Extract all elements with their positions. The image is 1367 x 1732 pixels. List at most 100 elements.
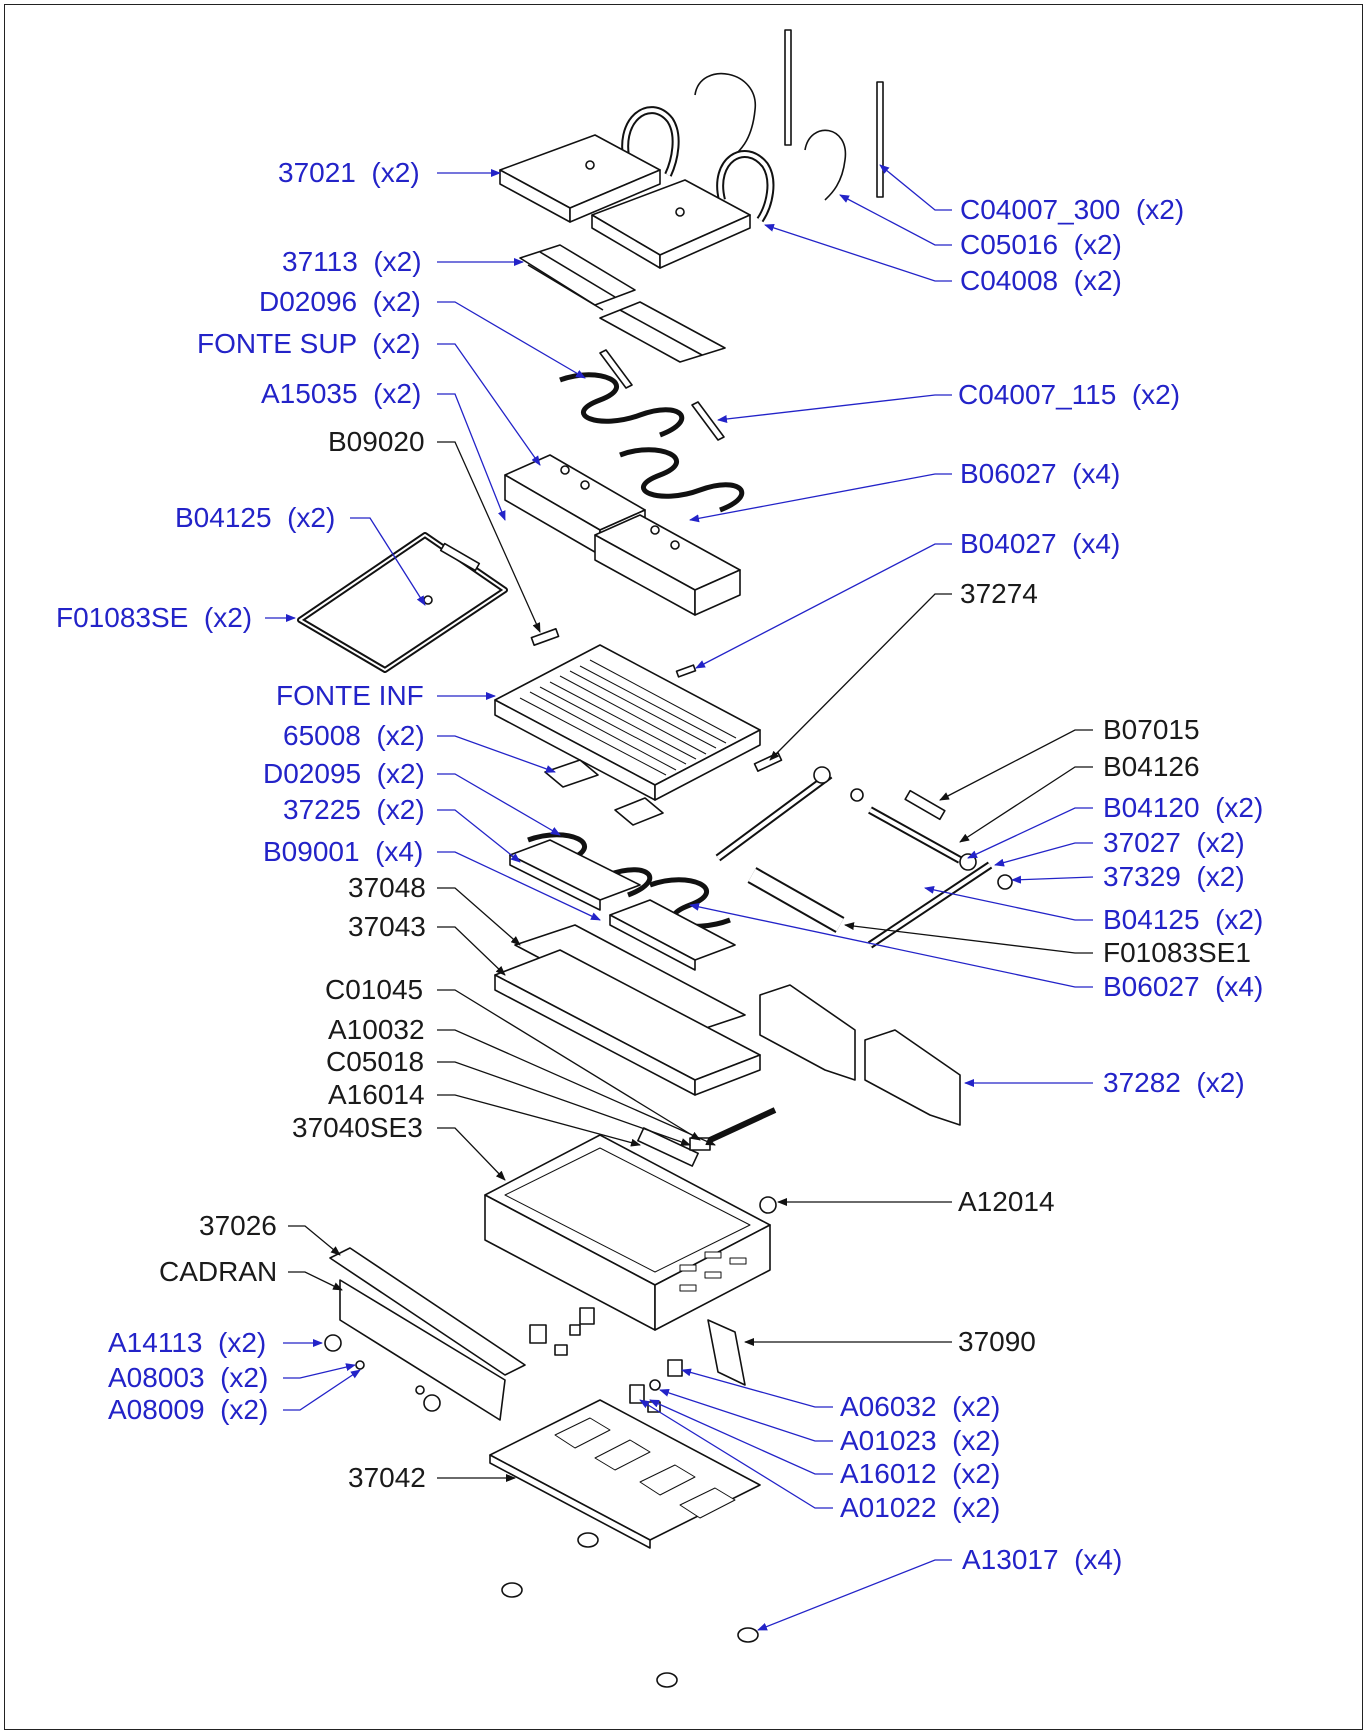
pin-b09020	[530, 627, 560, 647]
label-37021: 37021 (x2)	[278, 157, 420, 188]
label-a01022: A01022 (x2)	[840, 1492, 1001, 1523]
label-c04007-115: C04007_115 (x2)	[958, 379, 1181, 410]
label-a01023: A01023 (x2)	[840, 1425, 1001, 1456]
wire-c05016-a	[694, 72, 756, 156]
handle-frame-f01083se	[297, 532, 508, 673]
leader-a06032	[681, 1368, 833, 1408]
foot-a13017-c	[737, 1627, 759, 1643]
label-c05016: C05016 (x2)	[960, 229, 1122, 260]
label-c01045: C01045	[325, 974, 424, 1005]
leader-b04027	[695, 543, 952, 669]
label-37042: 37042	[348, 1462, 426, 1493]
rod-c04007-300-a	[784, 29, 792, 146]
leader-37043	[437, 926, 506, 976]
side-rail-37282-b	[864, 1029, 961, 1126]
label-65008: 65008 (x2)	[283, 720, 425, 751]
leader-cadran	[288, 1271, 343, 1291]
leader-fonte-sup	[437, 343, 541, 466]
control-a08009	[415, 1385, 425, 1395]
label-a08009: A08009 (x2)	[108, 1394, 269, 1425]
leader-c01045	[437, 989, 701, 1141]
label-37026: 37026	[199, 1210, 277, 1241]
label-d02096: D02096 (x2)	[259, 286, 421, 317]
pin-c04007-115-b	[691, 401, 725, 441]
plate-37113-b	[599, 301, 726, 363]
label-a10032: A10032	[328, 1014, 425, 1045]
label-b04125-lower: B04125 (x2)	[1103, 904, 1264, 935]
plate-65008-b	[614, 797, 664, 826]
label-fonte-inf: FONTE INF	[276, 680, 424, 711]
leader-a08009	[283, 1369, 361, 1411]
leader-37225	[437, 809, 521, 863]
u-handle-c04008-a-inner	[623, 108, 678, 176]
label-fonte-sup: FONTE SUP (x2)	[197, 328, 421, 359]
leader-37040se3	[437, 1127, 506, 1181]
label-37274: 37274	[960, 578, 1038, 609]
label-b09020: B09020	[328, 426, 425, 457]
leader-b06027a	[689, 473, 952, 523]
heating-element-d02096-a	[559, 372, 685, 438]
label-b06027-upper: B06027 (x4)	[960, 458, 1121, 489]
leader-b07015	[939, 729, 1093, 801]
label-37225: 37225 (x2)	[283, 794, 425, 825]
leader-a16012	[649, 1399, 833, 1475]
cover-37021-b	[591, 179, 751, 269]
wire-c05016-b	[804, 129, 847, 201]
component-cluster-right	[629, 1359, 683, 1413]
casting-fonte-sup-b	[594, 514, 741, 616]
component-cluster-center	[529, 1307, 595, 1356]
label-d02095: D02095 (x2)	[263, 758, 425, 789]
leader-b04120	[967, 807, 1093, 859]
side-rail-37282-a	[759, 984, 856, 1081]
reflector-37225-a	[509, 839, 641, 911]
leader-c04007-300	[879, 164, 952, 211]
spring-37274	[753, 752, 783, 772]
heating-element-d02096-b	[619, 447, 745, 513]
base-box-37040se3	[484, 1134, 771, 1331]
label-b07015: B07015	[1103, 714, 1200, 745]
label-f01083se: F01083SE (x2)	[56, 602, 253, 633]
label-f01083se1: F01083SE1	[1103, 937, 1251, 968]
leader-b06027b	[689, 902, 1093, 988]
leader-b04125b	[924, 885, 1093, 921]
foot-a13017-b	[501, 1582, 523, 1598]
leader-c04007-115	[717, 394, 952, 423]
switch-a12014	[759, 1196, 777, 1214]
label-b09001: B09001 (x4)	[263, 836, 424, 867]
label-cadran: CADRAN	[159, 1256, 278, 1287]
rod-c04007-300-b	[876, 81, 884, 198]
leader-37274	[769, 593, 952, 761]
label-37090: 37090	[958, 1326, 1036, 1357]
leader-a13017	[757, 1559, 952, 1631]
label-c04008: C04008 (x2)	[960, 265, 1122, 296]
label-b04126: B04126	[1103, 751, 1200, 782]
label-a16014: A16014	[328, 1079, 425, 1110]
cover-37021-a	[499, 134, 661, 223]
label-a16012: A16012 (x2)	[840, 1458, 1001, 1489]
label-b04120: B04120 (x2)	[1103, 792, 1264, 823]
leader-65008	[437, 735, 556, 773]
leader-d02096	[437, 301, 586, 379]
plate-37113-a	[519, 244, 636, 311]
leader-37048	[437, 887, 521, 946]
leader-c05018	[437, 1061, 691, 1146]
label-37113: 37113 (x2)	[282, 246, 422, 277]
label-c04007-300: C04007_300 (x2)	[960, 194, 1185, 225]
leader-b09001	[437, 851, 601, 921]
label-a12014: A12014	[958, 1186, 1055, 1217]
pin-b04027	[675, 664, 697, 678]
foot-a13017-d	[656, 1672, 678, 1688]
drawing-frame	[4, 4, 1363, 1730]
label-b04125-upper: B04125 (x2)	[175, 502, 336, 533]
pin-c04007-115-a	[599, 349, 633, 389]
front-panel-37026	[329, 1247, 526, 1421]
leader-a10032	[437, 1029, 716, 1146]
leader-b04126	[959, 766, 1093, 843]
plate-65008-a	[544, 759, 599, 788]
leader-37027	[994, 842, 1093, 867]
leader-a08003	[283, 1363, 356, 1379]
label-37027: 37027 (x2)	[1103, 827, 1245, 858]
terminal-block-a16014	[637, 1127, 699, 1167]
u-handle-c04008-b-inner	[718, 152, 773, 222]
